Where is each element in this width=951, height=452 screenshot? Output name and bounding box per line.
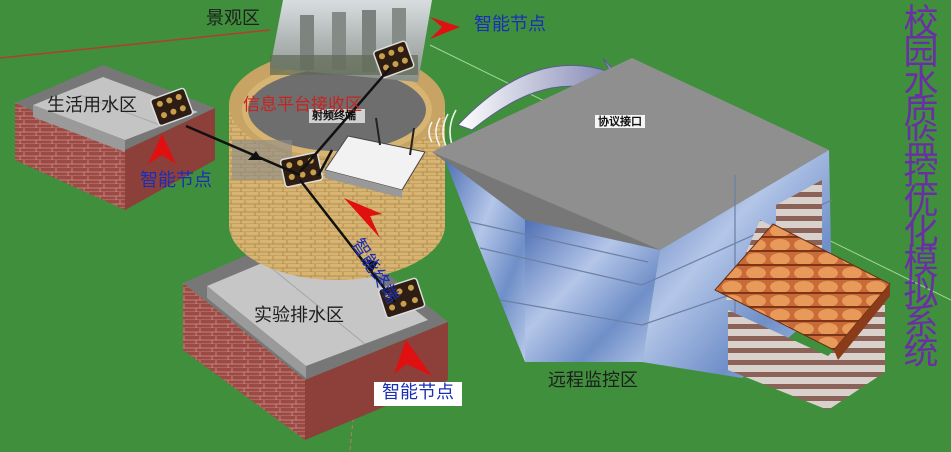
title-char: 模 [903, 243, 939, 283]
node-left-label: 智能节点 [140, 170, 212, 191]
link-arrowhead-bottom [366, 259, 378, 272]
title-char: 系 [903, 303, 939, 343]
communication-links [185, 67, 396, 303]
sensor-node-top [373, 40, 415, 79]
title-char: 优 [903, 183, 939, 223]
experiment-zone-label: 实验排水区 [254, 305, 344, 326]
rf-device-label: 射频终端 [312, 109, 356, 122]
landscape-zone-label: 景观区 [206, 8, 260, 29]
red-arrow-left [148, 134, 176, 164]
system-title: 校园水质监控优化模拟系统 [899, 3, 943, 373]
title-char: 水 [903, 63, 939, 103]
red-arrow-top [430, 17, 460, 39]
title-char: 控 [903, 153, 939, 193]
red-arrow-terminal [344, 198, 382, 238]
title-char: 统 [903, 333, 939, 373]
sensor-node-left [150, 87, 194, 127]
red-arrow-bottom [394, 340, 432, 376]
title-char: 监 [903, 123, 939, 163]
title-char: 园 [903, 33, 939, 73]
domestic-water-zone-label: 生活用水区 [47, 95, 137, 116]
info-platform [229, 50, 457, 280]
node-bottom-label: 智能节点 [374, 382, 462, 406]
remote-zone-label: 远程监控区 [548, 370, 638, 391]
experiment-drain-pool [183, 222, 448, 440]
title-char: 化 [903, 213, 939, 253]
title-char: 质 [903, 93, 939, 133]
platform-zone-label: 信息平台接收区 [243, 95, 362, 115]
protocol-interface-label: 协议接口 [595, 115, 645, 128]
title-char: 校 [903, 3, 939, 43]
link-arrowhead-left [248, 151, 262, 160]
node-top-label: 智能节点 [474, 14, 546, 35]
title-char: 拟 [903, 273, 939, 313]
tile-roof-building [714, 180, 891, 410]
